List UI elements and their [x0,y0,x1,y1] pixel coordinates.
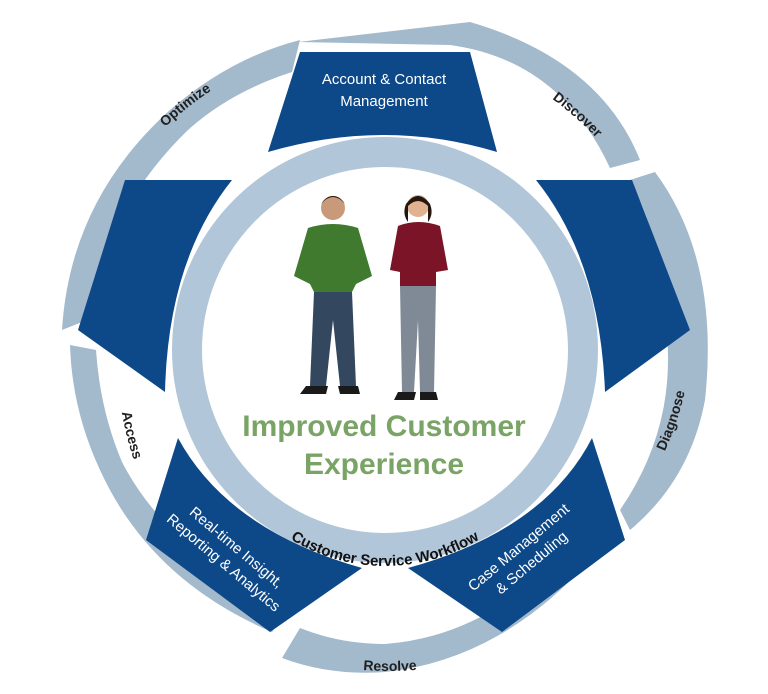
box-upper-left [78,180,232,392]
box-realtime-insight [146,438,362,632]
man-jeans [310,292,356,386]
stage-label-access: Access [119,410,146,461]
stage-label-resolve-path: Resolve [363,657,417,674]
woman-shoes [394,392,438,400]
stage-label-resolve: Resolve [363,657,417,674]
man-shoes [300,386,360,394]
man-shirt [294,224,372,292]
woman-hair [404,196,432,222]
woman-figure [390,195,448,400]
center-title-line1: Improved Customer [242,410,526,443]
stage-label-access-path: Access [119,410,146,461]
inner-ring [172,137,598,563]
box-account-contact [268,52,497,152]
dark-boxes [78,52,690,632]
box-upper-right [536,180,690,392]
outer-ring-segment-diagnose [620,172,708,530]
box-account-contact-line1: Account & Contact [322,71,447,88]
outer-ring-segment-discover [298,22,640,168]
box-account-contact-line2: Management [340,93,428,110]
man-head [321,196,345,220]
woman-top [390,222,448,286]
box-case-management [408,438,625,632]
man-hair [321,196,345,204]
outer-ring-segment-optimize [62,40,300,330]
center-disc [203,168,567,532]
man-figure [294,196,372,394]
center-title-line2: Experience [304,448,464,481]
woman-jeans [400,286,436,392]
